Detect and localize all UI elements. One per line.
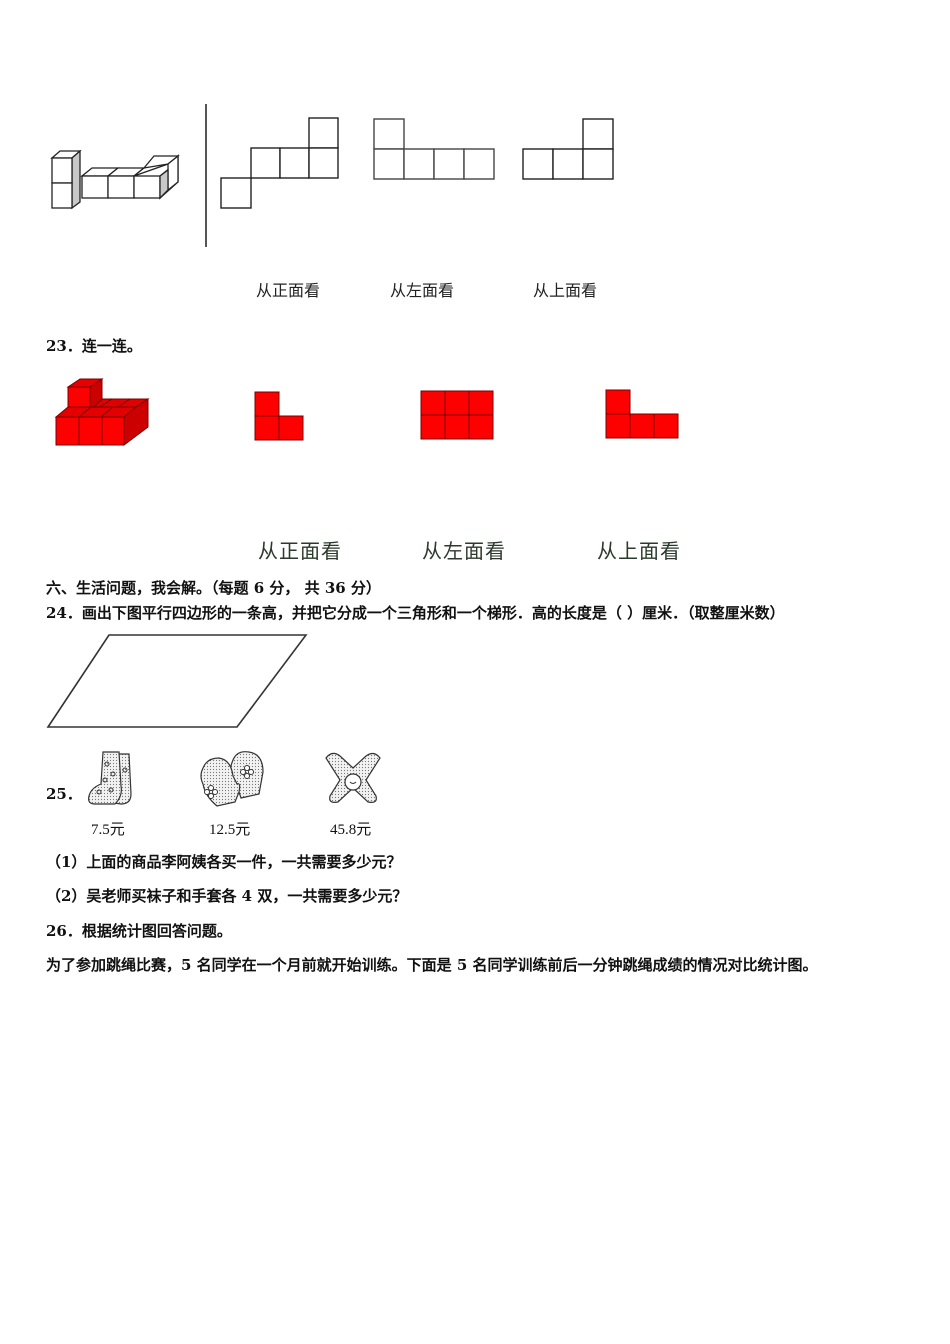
parallelogram-figure[interactable] xyxy=(44,632,310,730)
red-view-label-top: 从上面看 xyxy=(597,539,681,563)
question-25-number: 25． xyxy=(46,785,82,803)
view-label-front: 从正面看 xyxy=(256,281,321,300)
cube-solid-figure xyxy=(48,150,184,214)
question-25-sub-2: （2）吴老师买袜子和手套各 4 双，一共需要多少元？ xyxy=(46,887,408,905)
socks-icon xyxy=(85,750,139,810)
red-view-label-left: 从左面看 xyxy=(422,539,506,563)
question-23-title: 23．连一连。 xyxy=(46,337,142,355)
mittens-icon xyxy=(197,750,269,810)
top-view-figure xyxy=(521,117,615,181)
front-view-figure xyxy=(218,117,340,210)
left-view-figure xyxy=(372,117,496,181)
socks-price: 7.5元 xyxy=(91,822,125,838)
question-26-text: 为了参加跳绳比赛，5 名同学在一个月前就开始训练。下面是 5 名同学训练前后一分… xyxy=(46,956,818,974)
scarf-icon xyxy=(322,748,384,808)
section-6-heading: 六、生活问题，我会解。（每题 6 分， 共 36 分） xyxy=(46,579,381,597)
mittens-price: 12.5元 xyxy=(209,822,251,838)
red-cube-solid xyxy=(54,377,150,449)
red-top-view xyxy=(605,389,679,439)
view-label-left: 从左面看 xyxy=(390,281,455,300)
red-front-view xyxy=(254,391,304,441)
vertical-divider xyxy=(205,104,207,247)
red-view-label-front: 从正面看 xyxy=(258,539,342,563)
red-left-view xyxy=(420,390,494,440)
scarf-price: 45.8元 xyxy=(330,822,372,838)
question-26-title: 26．根据统计图回答问题。 xyxy=(46,922,232,940)
view-label-top: 从上面看 xyxy=(533,281,598,300)
question-24-text: 24．画出下图平行四边形的一条高，并把它分成一个三角形和一个梯形．高的长度是（ … xyxy=(46,604,785,622)
question-25-sub-1: （1）上面的商品李阿姨各买一件，一共需要多少元？ xyxy=(46,853,402,871)
